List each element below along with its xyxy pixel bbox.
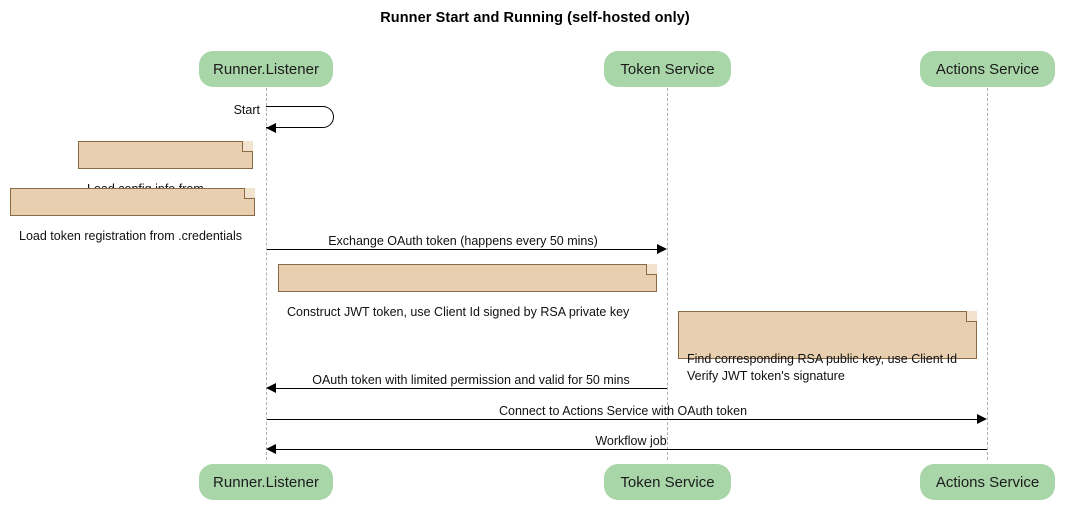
note-text: Find corresponding RSA public key, use C… — [687, 352, 958, 383]
message-start-loop — [266, 106, 334, 128]
participant-label: Actions Service — [935, 60, 1040, 78]
message-oauth-return-label: OAuth token with limited permission and … — [312, 373, 630, 387]
participant-token-bottom[interactable]: Token Service — [604, 464, 731, 500]
participant-label: Actions Service — [935, 473, 1040, 491]
message-exchange-oauth-label: Exchange OAuth token (happens every 50 m… — [328, 234, 598, 248]
note-verify-jwt: Find corresponding RSA public key, use C… — [678, 311, 977, 383]
note-construct-jwt: Construct JWT token, use Client Id signe… — [278, 264, 657, 319]
participant-label: Runner.Listener — [213, 60, 319, 78]
note-text: Construct JWT token, use Client Id signe… — [287, 305, 630, 319]
note-fold-icon — [966, 311, 977, 322]
message-start-label: Start — [233, 103, 260, 117]
message-connect-actions-line — [267, 419, 979, 420]
message-connect-actions-label: Connect to Actions Service with OAuth to… — [498, 404, 748, 418]
message-connect-actions-arrowhead — [977, 414, 987, 424]
participant-actions-bottom[interactable]: Actions Service — [920, 464, 1055, 500]
participant-label: Runner.Listener — [213, 473, 319, 491]
lifeline-token — [667, 88, 668, 460]
message-workflow-job-arrowhead — [266, 444, 276, 454]
message-oauth-return-line — [275, 388, 667, 389]
participant-label: Token Service — [620, 473, 715, 491]
message-exchange-oauth-arrowhead — [657, 244, 667, 254]
participant-runner-top[interactable]: Runner.Listener — [199, 51, 333, 87]
participant-actions-top[interactable]: Actions Service — [920, 51, 1055, 87]
note-load-config: Load config info from .runner — [78, 141, 253, 213]
message-workflow-job-line — [275, 449, 987, 450]
message-oauth-return-arrowhead — [266, 383, 276, 393]
lifeline-actions — [987, 88, 988, 460]
diagram-title: Runner Start and Running (self-hosted on… — [380, 10, 690, 26]
message-exchange-oauth-line — [267, 249, 659, 250]
message-workflow-job-label: Workflow job — [595, 434, 667, 448]
note-fold-icon — [242, 141, 253, 152]
lifeline-runner — [266, 88, 267, 460]
note-fold-icon — [244, 188, 255, 199]
note-fold-icon — [646, 264, 657, 275]
message-start-arrowhead — [266, 123, 276, 133]
note-text: Load token registration from .credential… — [19, 229, 243, 243]
participant-runner-bottom[interactable]: Runner.Listener — [199, 464, 333, 500]
participant-label: Token Service — [620, 60, 715, 78]
note-load-token-registration: Load token registration from .credential… — [10, 188, 255, 243]
participant-token-top[interactable]: Token Service — [604, 51, 731, 87]
